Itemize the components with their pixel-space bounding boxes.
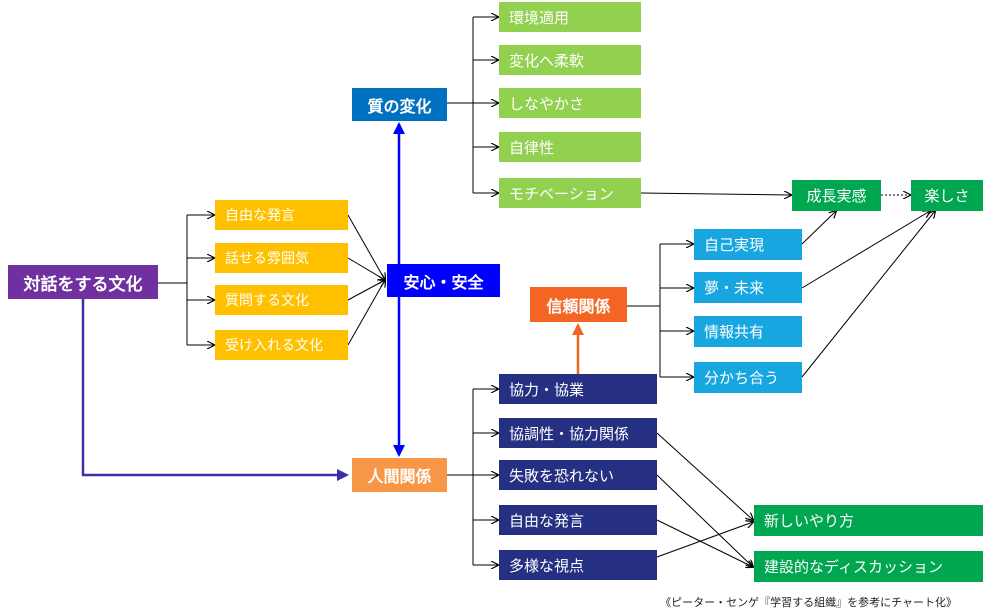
node-relationships: 人間関係 xyxy=(352,458,447,492)
quality-item-resilience: しなやかさ xyxy=(499,88,641,118)
node-trust: 信頼関係 xyxy=(530,287,627,322)
trust-item-info-sharing: 情報共有 xyxy=(694,316,802,347)
quality-item-adaptation: 環境適用 xyxy=(499,2,641,32)
relationship-item-no-fear-failure: 失敗を恐れない xyxy=(499,460,657,490)
relationship-item-cooperation: 協力・協業 xyxy=(499,374,657,404)
culture-item-accepting-culture: 受け入れる文化 xyxy=(215,330,348,360)
trust-item-dreams-future: 夢・未来 xyxy=(694,272,802,303)
culture-item-question-culture: 質問する文化 xyxy=(215,285,348,315)
node-constructive-discussion: 建設的なディスカッション xyxy=(754,551,983,582)
relationship-item-diverse-views: 多様な視点 xyxy=(499,550,657,580)
quality-item-autonomy: 自律性 xyxy=(499,132,641,162)
culture-item-free-speech: 自由な発言 xyxy=(215,200,348,230)
culture-item-open-atmosphere: 話せる雰囲気 xyxy=(215,243,348,273)
node-safety: 安心・安全 xyxy=(387,264,500,297)
node-quality-change: 質の変化 xyxy=(352,88,447,121)
quality-item-flexibility: 変化へ柔軟 xyxy=(499,45,641,75)
node-enjoyment: 楽しさ xyxy=(911,180,983,211)
node-growth: 成長実感 xyxy=(792,180,881,211)
trust-item-sharing-together: 分かち合う xyxy=(694,362,802,393)
relationship-item-collaboration: 協調性・協力関係 xyxy=(499,418,657,448)
quality-item-motivation: モチベーション xyxy=(499,178,641,208)
source-caption: 《ピーター・センゲ『学習する組織』を参考にチャート化》 xyxy=(660,596,957,609)
node-dialogue-culture: 対話をする文化 xyxy=(8,265,158,299)
relationship-item-free-speech: 自由な発言 xyxy=(499,505,657,535)
trust-item-self-realization: 自己実現 xyxy=(694,229,802,260)
node-new-way: 新しいやり方 xyxy=(754,505,983,536)
